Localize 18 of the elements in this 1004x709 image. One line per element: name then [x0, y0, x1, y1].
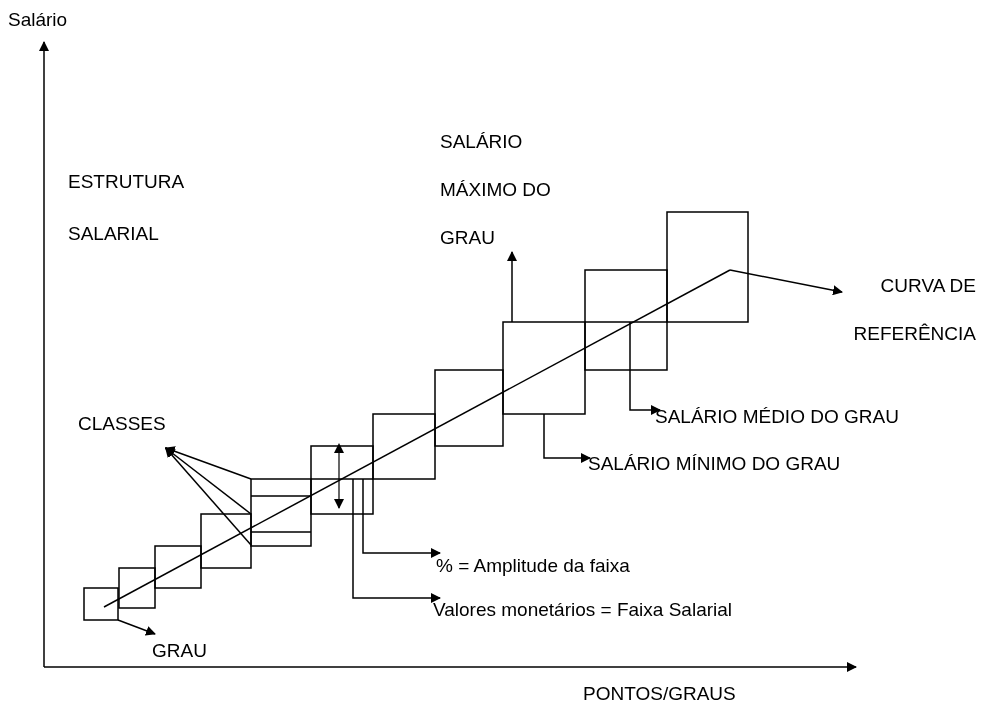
chart-label: ESTRUTURA SALARIAL — [68, 170, 185, 246]
callout-label: GRAU — [152, 634, 207, 668]
leader-line — [352, 478, 441, 603]
leader-line — [543, 413, 591, 463]
axis-title: PONTOS/GRAUS — [583, 682, 736, 706]
callout-label: SALÁRIO MÉDIO DO GRAU — [655, 393, 1004, 441]
callout-label: SALÁRIO MÁXIMO DO GRAU — [440, 118, 580, 262]
leader-line — [117, 619, 156, 636]
leader-line — [164, 447, 252, 546]
callout-label: CURVA DE REFERÊNCIA — [830, 262, 976, 358]
leader-line — [629, 321, 661, 415]
callout-label: SALÁRIO MÍNIMO DO GRAU — [588, 440, 948, 488]
leader-line — [362, 478, 441, 558]
axis-title: Salário — [8, 8, 68, 32]
leader-line — [507, 251, 517, 323]
leader-line — [164, 446, 252, 480]
leader-line — [729, 269, 843, 296]
callout-label: CLASSES — [78, 400, 166, 448]
